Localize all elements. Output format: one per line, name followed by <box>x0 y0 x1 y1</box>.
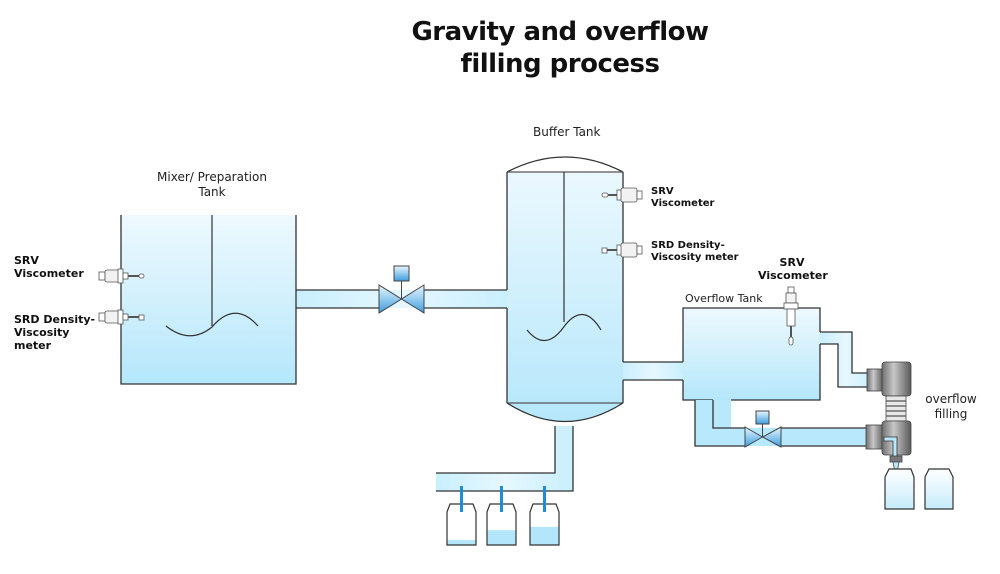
buffer-srd-density-viscosity-meter-icon <box>601 242 643 258</box>
overflow-bottle-2-icon <box>924 468 954 510</box>
overflow-tank <box>682 307 821 401</box>
control-valve-1-icon <box>378 265 425 314</box>
mixer-srd-label-line-2: Viscosity <box>14 326 70 339</box>
mixer-srv-viscometer-icon <box>98 268 145 284</box>
overflow-srv-label-line-2: Viscometer <box>758 269 828 282</box>
mixer-tank-label: Mixer/ Preparation Tank <box>150 170 274 200</box>
diagram-title: Gravity and overflow filling process <box>380 16 740 80</box>
overflow-filling-label-line-1: overflow <box>925 392 977 406</box>
title-line-1: Gravity and overflow <box>411 17 709 47</box>
buffer-srv-label-line-1: SRV <box>651 186 674 197</box>
buffer-srv-label: SRV Viscometer <box>651 186 714 210</box>
mixer-srd-label: SRD Density- Viscosity meter <box>14 313 95 352</box>
overflow-bottle-1-icon <box>884 468 915 510</box>
mixer-srv-label-line-1: SRV <box>14 254 39 267</box>
buffer-impeller <box>526 313 602 342</box>
gravity-bottle-1-icon <box>446 486 477 546</box>
buffer-srv-viscometer-icon <box>601 187 643 203</box>
mixer-srd-label-line-1: SRD Density- <box>14 313 96 326</box>
overflow-srv-viscometer-icon <box>783 286 799 346</box>
bottle-liquid-level <box>530 526 559 545</box>
bottle-liquid-level <box>447 540 476 545</box>
overflow-filling-label-line-2: filling <box>934 407 968 421</box>
overflow-filling-label: overflow filling <box>924 392 978 422</box>
buffer-tank-label: Buffer Tank <box>533 125 601 139</box>
overflow-filling-head-icon <box>865 361 912 479</box>
mixer-tank-label-line-2: Tank <box>198 185 226 199</box>
mixer-srv-label-line-2: Viscometer <box>14 267 84 280</box>
mixer-srv-label: SRV Viscometer <box>14 254 84 280</box>
overflow-srv-label: SRV Viscometer <box>758 256 828 282</box>
buffer-srd-label-line-1: SRD Density- <box>651 240 725 251</box>
pipe-overflow-to-filler <box>694 400 870 447</box>
buffer-tank <box>506 156 624 423</box>
buffer-srd-label-line-2: Viscosity meter <box>651 252 739 263</box>
buffer-srd-label: SRD Density- Viscosity meter <box>651 240 739 264</box>
buffer-srv-label-line-2: Viscometer <box>651 198 715 209</box>
pipe-gravity-fill <box>436 426 574 492</box>
pipe-buffer-to-overflow <box>623 361 683 381</box>
overflow-tank-label: Overflow Tank <box>685 292 763 305</box>
mixer-impeller <box>165 312 259 337</box>
gravity-bottle-3-icon <box>529 486 560 546</box>
title-line-2: filling process <box>460 49 660 79</box>
gravity-bottle-2-icon <box>486 486 517 546</box>
gravity-bottles <box>446 486 560 546</box>
overflow-srv-label-line-1: SRV <box>779 256 805 269</box>
bottle-liquid-level <box>487 530 516 545</box>
mixer-tank <box>120 215 297 385</box>
mixer-srd-density-viscosity-meter-icon <box>98 309 145 325</box>
mixer-srd-label-line-3: meter <box>14 339 52 352</box>
mixer-tank-label-line-1: Mixer/ Preparation <box>157 170 267 184</box>
control-valve-2-icon <box>744 410 782 448</box>
pipe-overflow-return <box>820 331 872 388</box>
